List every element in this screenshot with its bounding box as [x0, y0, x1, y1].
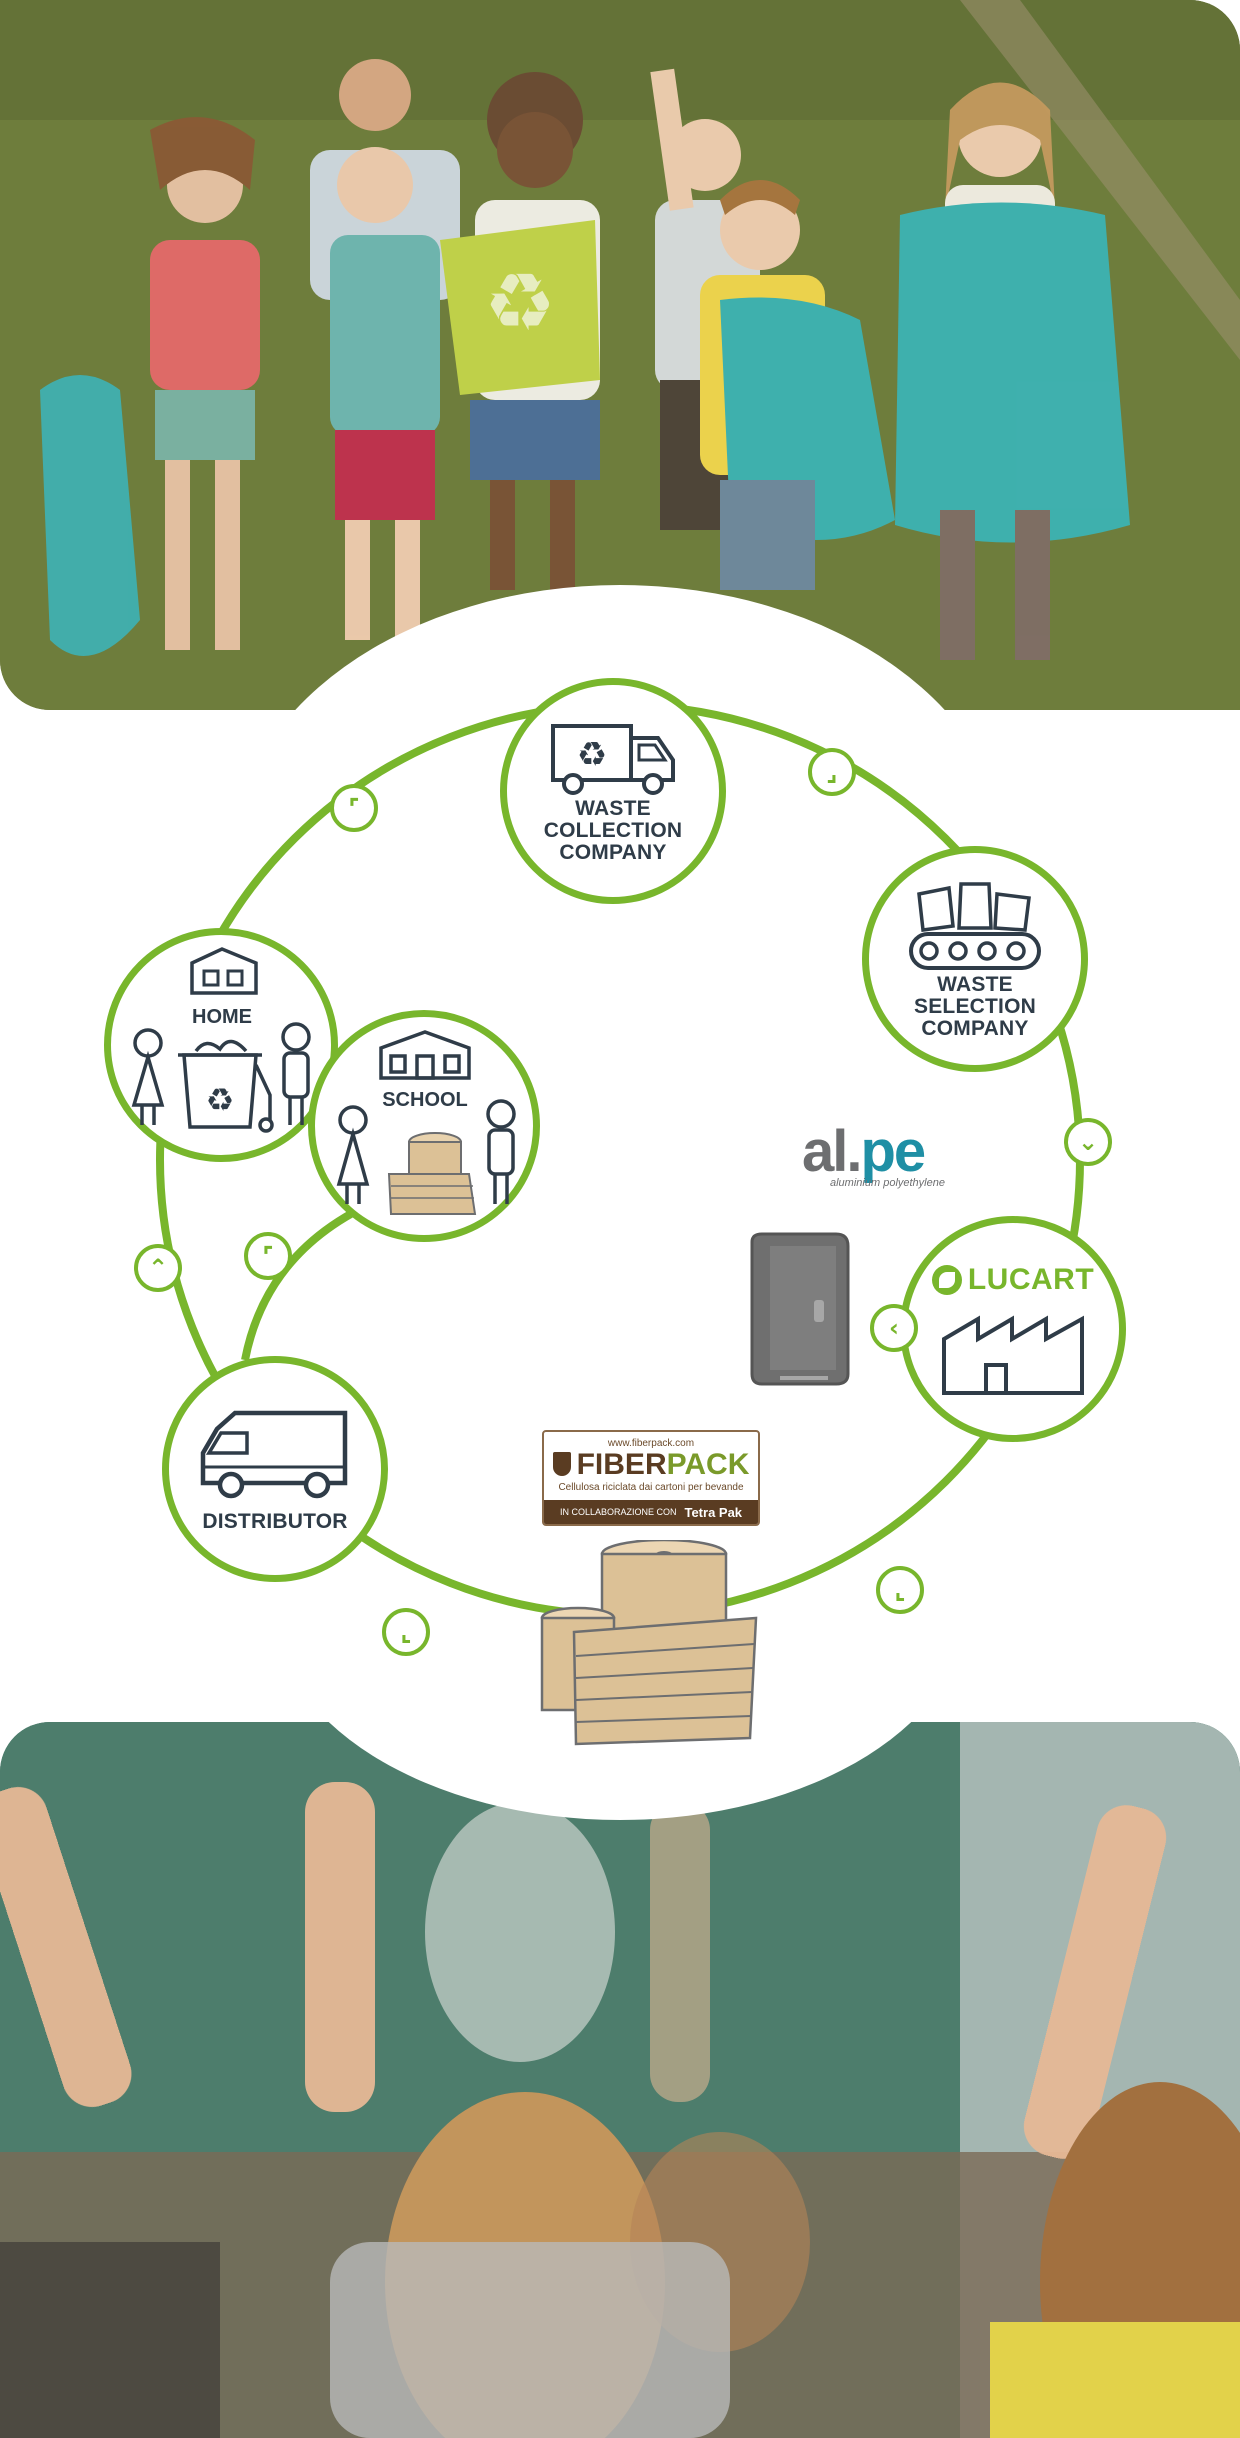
node-waste-collection[interactable]: ♻ WASTE COLLECTION COMPANY [500, 678, 726, 904]
recycling-truck-icon: ♻ [551, 724, 675, 795]
home-scene-icon: HOME ♻ [131, 947, 311, 1133]
recycling-bin-icon: ♻ [206, 1081, 235, 1119]
paper-rolls-icon [387, 1132, 477, 1215]
lucart-leaf-icon [931, 1265, 962, 1295]
alpe-logo: al.pe aluminium polyethylene [802, 1118, 945, 1189]
lucart-brand-text: LUCART [967, 1263, 1095, 1296]
svg-text:♻: ♻ [577, 735, 607, 775]
towel-dispenser-icon [750, 1232, 850, 1386]
alpe-subtitle: aluminium polyethylene [830, 1177, 945, 1189]
arrow-selection-to-lucart: ⌄ [1064, 1118, 1112, 1166]
delivery-van-icon [200, 1410, 348, 1499]
node-lucart[interactable]: LUCART [900, 1216, 1126, 1442]
svg-text:♻: ♻ [484, 256, 556, 349]
node-school[interactable]: SCHOOL [308, 1010, 540, 1242]
node-distributor[interactable]: DISTRIBUTOR [162, 1356, 388, 1582]
svg-text:HOME: HOME [192, 1006, 252, 1028]
lucart-logo: LUCART [931, 1263, 1095, 1297]
children-recycling-photo: ♻ [0, 0, 1240, 710]
node-distributor-label: DISTRIBUTOR [202, 1510, 348, 1533]
school-building-icon [379, 1030, 471, 1080]
node-waste-collection-label: WASTE COLLECTION COMPANY [543, 797, 683, 864]
house-icon [190, 947, 258, 995]
conveyor-belt-icon [909, 882, 1041, 970]
node-home[interactable]: HOME ♻ [104, 928, 338, 1162]
svg-text:SCHOOL: SCHOOL [382, 1089, 468, 1111]
bottom-photo [0, 1722, 1240, 2438]
node-waste-selection-label: WASTE SELECTION COMPANY [914, 973, 1036, 1040]
factory-icon [942, 1315, 1084, 1395]
arrow-distributor-to-school: ⌃ [134, 1244, 182, 1292]
arrow-school-inner: ⌜ [244, 1232, 292, 1280]
node-waste-selection[interactable]: WASTE SELECTION COMPANY [862, 846, 1088, 1072]
school-scene-icon: SCHOOL [336, 1030, 516, 1215]
classroom-raised-hands-photo [0, 1722, 1240, 2438]
alpe-word: al.pe [802, 1119, 926, 1184]
top-photo: ♻ [0, 0, 1240, 710]
